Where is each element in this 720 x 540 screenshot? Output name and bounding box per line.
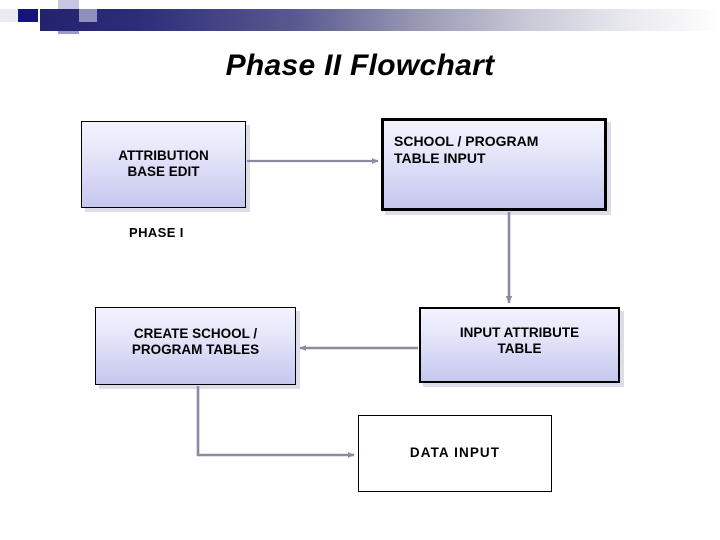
flow-node-school-program-table-input[interactable]: SCHOOL / PROGRAM TABLE INPUT [381,118,607,211]
flow-node-label: INPUT ATTRIBUTE TABLE [459,325,580,357]
flow-node-create-school-program-tables[interactable]: CREATE SCHOOL / PROGRAM TABLES [95,307,296,385]
header-square-white-top [38,0,58,9]
flow-node-label: CREATE SCHOOL / PROGRAM TABLES [131,326,260,358]
page-title: Phase II Flowchart [225,49,495,82]
flowchart-label-phase-i: PHASE I [129,225,184,240]
header-gradient-bar [40,9,720,31]
header-square-pale-left [0,9,18,22]
header-square-bridge [79,9,97,22]
header-decoration [0,0,720,40]
flow-node-label: ATTRIBUTION BASE EDIT [118,148,209,180]
flow-node-attribution-base-edit[interactable]: ATTRIBUTION BASE EDIT [81,121,246,208]
header-square-accent [18,9,38,22]
edge-create-school-to-data-input [196,386,355,458]
flow-node-input-attribute-table[interactable]: INPUT ATTRIBUTE TABLE [419,307,620,383]
flow-node-label: DATA INPUT [409,445,501,460]
flow-node-data-input[interactable]: DATA INPUT [358,415,552,492]
flow-node-label: SCHOOL / PROGRAM TABLE INPUT [394,133,539,167]
